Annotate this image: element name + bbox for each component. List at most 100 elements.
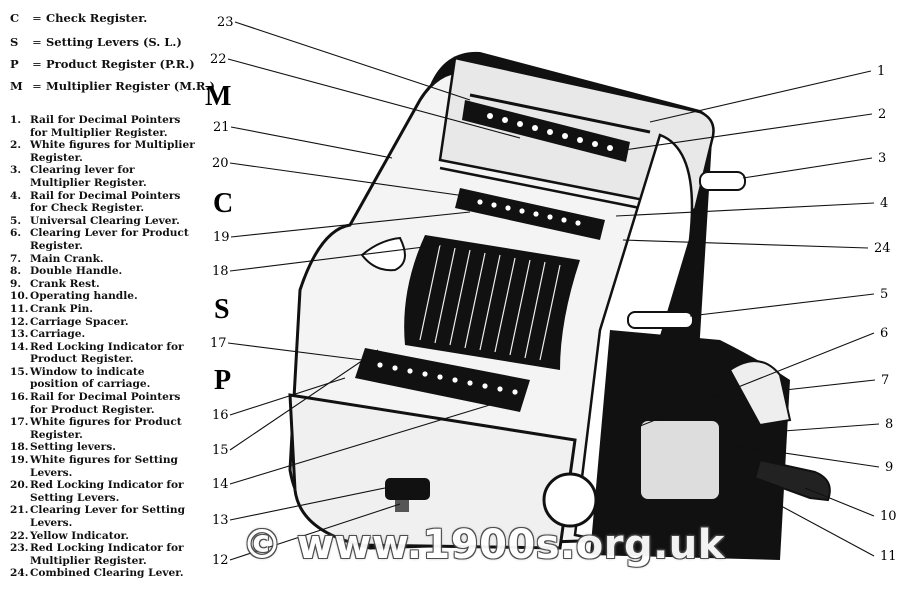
leader-line — [622, 239, 869, 249]
legend-number: 16. — [10, 391, 29, 404]
legend-number: 14. — [10, 340, 29, 353]
legend-text: Clearing lever for Multiplier Register. — [30, 164, 147, 189]
callout-right-number: 6 — [880, 326, 888, 341]
carriage-wheel — [542, 472, 598, 528]
legend-item: 12.Carriage Spacer. — [10, 316, 195, 329]
legend-number: 18. — [10, 441, 29, 454]
callout-left-number: 19 — [213, 230, 230, 245]
check-register — [455, 188, 605, 240]
legend-number: 22. — [10, 529, 29, 542]
legend-number: 15. — [10, 365, 29, 378]
callout-right-number: 8 — [885, 417, 893, 432]
multiplier-clearing-lever — [699, 171, 746, 191]
abbreviation-c: C=Check Register. — [10, 11, 148, 25]
legend-text: White figures for Multiplier Register. — [30, 139, 195, 164]
legend-text: Main Crank. — [30, 252, 104, 265]
leader-line — [769, 499, 875, 557]
legend-text: Carriage. — [30, 328, 86, 341]
main-crank — [639, 419, 721, 501]
callout-left-number: 16 — [212, 408, 229, 423]
legend-number: 17. — [10, 416, 29, 429]
multiplier-register — [462, 100, 630, 162]
legend-item: 3. Clearing lever for Multiplier Register… — [10, 164, 195, 189]
leader-line — [604, 332, 875, 441]
leader-line — [623, 113, 873, 151]
setting-lever-slots — [419, 244, 561, 361]
parts-legend: 1. Rail for Decimal Pointers for Multipli… — [10, 114, 195, 580]
legend-text: Clearing Lever for Product Register. — [30, 227, 189, 252]
abbreviation-m: M=Multiplier Register (M.R.) — [10, 79, 215, 93]
legend-number: 3. — [10, 164, 22, 177]
legend-number: 24. — [10, 567, 29, 580]
legend-number: 19. — [10, 454, 29, 467]
callout-right-number: 1 — [877, 64, 885, 79]
leader-line — [234, 21, 471, 101]
legend-text: Crank Rest. — [30, 277, 100, 290]
product-register — [355, 348, 530, 412]
leader-line — [229, 349, 379, 451]
legend-item: 19.White figures for Setting Levers. — [10, 454, 195, 479]
legend-item: 6.Clearing Lever for Product Register. — [10, 227, 195, 252]
legend-item: 1. Rail for Decimal Pointers for Multipli… — [10, 114, 195, 139]
legend-number: 10. — [10, 290, 29, 303]
callout-right-number: 4 — [880, 196, 888, 211]
callout-left-number: 18 — [212, 264, 229, 279]
legend-number: 13. — [10, 328, 29, 341]
legend-number: 21. — [10, 504, 29, 517]
leader-line — [227, 58, 521, 139]
legend-item: 24.Combined Clearing Lever. — [10, 567, 195, 580]
legend-text: Yellow Indicator. — [30, 529, 129, 542]
leader-line — [615, 202, 875, 217]
leader-line — [229, 162, 466, 197]
legend-item: 8. Double Handle. — [10, 265, 195, 278]
legend-text: Rail for Decimal Pointers for Check Regi… — [30, 189, 181, 215]
legend-item: 11.Crank Pin. — [10, 303, 195, 316]
callout-left-number: 20 — [212, 156, 229, 171]
callout-left-number: 22 — [210, 52, 227, 67]
legend-number: 4. — [10, 189, 22, 202]
leader-line — [649, 70, 872, 123]
legend-text: Rail for Decimal Pointers for Product Re… — [30, 391, 181, 416]
universal-clearing-lever — [627, 311, 694, 329]
setting-levers-panel — [404, 235, 580, 370]
legend-item: 18.Setting levers. — [10, 441, 195, 454]
multiplier-decimal-rail — [469, 93, 651, 134]
legend-number: 12. — [10, 315, 29, 328]
legend-number: 8. — [10, 265, 22, 278]
legend-item: 9.Crank Rest. — [10, 278, 195, 291]
maker-badge — [360, 236, 406, 272]
machine-base — [288, 393, 577, 550]
register-letter-p: P — [214, 365, 231, 396]
legend-item: 17.White figures for Product Register. — [10, 416, 195, 441]
legend-item: 10.Operating handle. — [10, 290, 195, 303]
callout-right-number: 5 — [880, 287, 888, 302]
legend-item: 4. Rail for Decimal Pointers for Check Re… — [10, 190, 195, 215]
legend-item: 15.Window to indicate position of carria… — [10, 366, 195, 391]
legend-text: Crank Pin. — [30, 302, 93, 315]
legend-item: 13.Carriage. — [10, 328, 195, 341]
legend-item: 16.Rail for Decimal Pointers for Product… — [10, 391, 195, 416]
legend-text: Operating handle. — [30, 290, 138, 303]
register-letter-s: S — [214, 294, 230, 325]
legend-text: Combined Clearing Lever. — [30, 567, 184, 580]
leader-line — [230, 126, 393, 159]
callout-right-number: 3 — [878, 151, 886, 166]
legend-text: Clearing Lever for Setting Levers. — [30, 504, 186, 529]
callout-right-number: 10 — [880, 509, 897, 524]
legend-text: Rail for Decimal Pointers for Multiplier… — [30, 114, 181, 139]
legend-item: 23.Red Locking Indicator for Multiplier … — [10, 542, 195, 567]
double-handle — [728, 360, 792, 427]
legend-number: 1. — [10, 114, 22, 126]
register-letter-c: C — [213, 188, 233, 219]
legend-item: 21.Clearing Lever for Setting Levers. — [10, 504, 195, 529]
legend-text: White figures for Setting Levers. — [30, 454, 178, 479]
legend-text: Double Handle. — [30, 265, 123, 278]
legend-number: 7. — [10, 252, 22, 265]
callout-left-number: 21 — [213, 120, 230, 135]
leader-line — [229, 503, 401, 561]
multiplier-register-figures — [487, 113, 613, 151]
watermark: © www.1900s.org.uk — [242, 522, 725, 568]
leader-line — [227, 342, 363, 361]
